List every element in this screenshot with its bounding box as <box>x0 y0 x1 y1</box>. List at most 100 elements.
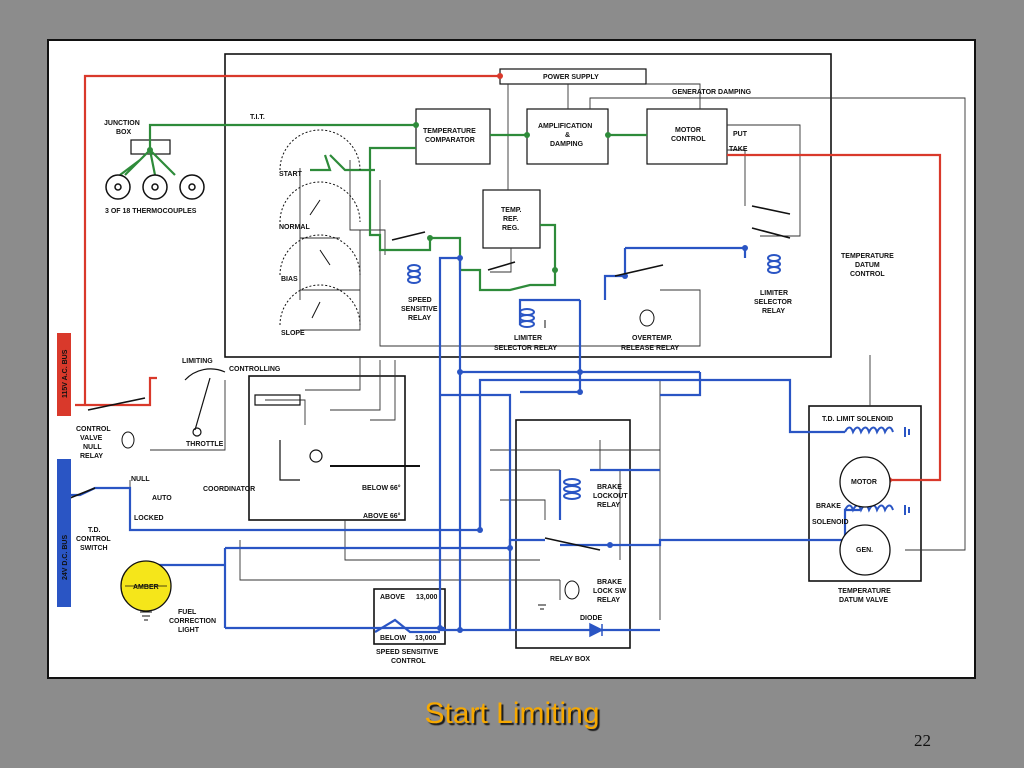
coordinator-label: COORDINATOR <box>203 486 255 493</box>
dc-bus-bar <box>57 459 71 607</box>
limiter-selector-relay-label-2: SELECTOR RELAY <box>494 345 557 352</box>
generator-damping-label: GENERATOR DAMPING <box>672 89 752 96</box>
speed-sensitive-relay-label-2: SENSITIVE <box>401 306 438 313</box>
gen-symbol <box>839 524 891 576</box>
gen-label: GEN. <box>856 547 873 554</box>
fuel-correction-label-2: CORRECTION <box>169 618 216 625</box>
td-limit-solenoid-coil <box>844 426 894 435</box>
speed-sensitive-relay-label-1: SPEED <box>408 297 432 304</box>
normal-label: NORMAL <box>279 224 310 231</box>
limiter-selector-relay-right-label-1: LIMITER <box>760 290 788 297</box>
limiter-selector-relay-label-1: LIMITER <box>514 335 542 342</box>
throttle-quadrant <box>184 368 420 481</box>
junction-box-label-1: JUNCTION <box>104 120 140 127</box>
junction-box-label-2: BOX <box>116 129 132 136</box>
thermocouples <box>105 174 205 200</box>
temperature-datum-valve-label-2: DATUM VALVE <box>839 597 888 604</box>
amplification-label-2: & <box>565 132 570 139</box>
overtemp-release-relay-coil <box>639 309 655 327</box>
brake-lock-sw-label-2: LOCK SW <box>593 588 626 595</box>
bias-label: BIAS <box>281 276 298 283</box>
motor-control-label-2: CONTROL <box>671 136 706 143</box>
locked-label: LOCKED <box>134 515 164 522</box>
above-value: 13,000 <box>416 594 438 601</box>
below-66-label: BELOW 66° <box>362 484 401 492</box>
brake-label: BRAKE <box>816 503 841 510</box>
coordinator-box <box>248 375 406 521</box>
relay-box <box>515 419 631 649</box>
slope-label: SLOPE <box>281 330 305 337</box>
brake-solenoid-coil <box>844 504 894 513</box>
slide-title: Start Limiting <box>424 697 600 730</box>
controlling-label: CONTROLLING <box>229 366 281 373</box>
td-switch-label-3: SWITCH <box>80 545 108 552</box>
limiter-selector-relay-right-coil <box>767 254 781 274</box>
take-label: TAKE <box>729 146 748 153</box>
brake-lock-sw-label-1: BRAKE <box>597 579 622 586</box>
fuel-correction-label-3: LIGHT <box>178 627 200 634</box>
control-valve-label-3: NULL <box>83 444 102 451</box>
limiting-label: LIMITING <box>182 358 213 365</box>
dc-bus-label: 24V D.C. BUS <box>62 535 69 580</box>
temp-comparator-label-1: TEMPERATURE <box>423 128 476 135</box>
speed-control-label-1: SPEED SENSITIVE <box>376 649 439 656</box>
start-label: START <box>279 171 303 178</box>
temp-ref-reg-box <box>482 189 541 249</box>
below-value: 13,000 <box>415 635 437 642</box>
tit-label: T.I.T. <box>250 114 265 121</box>
temp-ref-reg-label-3: REG. <box>502 225 519 232</box>
motor-label: MOTOR <box>851 479 877 486</box>
brake-lockout-relay-coil <box>563 478 581 500</box>
thermocouples-label: 3 OF 18 THERMOCOUPLES <box>105 208 197 215</box>
motor-control-label-1: MOTOR <box>675 127 701 134</box>
below-label: BELOW <box>380 635 406 642</box>
brake-lockout-label-1: BRAKE <box>597 484 622 491</box>
control-valve-null-relay-coil <box>121 431 135 449</box>
overtemp-release-relay-label-2: RELEASE RELAY <box>621 345 679 352</box>
amplification-label-1: AMPLIFICATION <box>538 123 592 130</box>
speed-sensitive-control-box <box>373 588 446 645</box>
diode-symbol <box>589 622 604 638</box>
ac-bus-bar <box>57 333 71 416</box>
temperature-datum-valve-box <box>808 405 922 582</box>
speed-sensitive-relay-coil <box>407 264 421 284</box>
brake-lockout-label-2: LOCKOUT <box>593 493 628 500</box>
throttle-label: THROTTLE <box>186 441 224 448</box>
td-switch-label-2: CONTROL <box>76 536 111 543</box>
control-valve-label-4: RELAY <box>80 453 103 460</box>
temp-comparator-label-2: COMPARATOR <box>425 137 475 144</box>
td-limit-solenoid-label: T.D. LIMIT SOLENOID <box>822 416 893 423</box>
td-switch-label-1: T.D. <box>88 527 101 534</box>
above-label: ABOVE <box>380 594 405 601</box>
motor-symbol <box>839 456 891 508</box>
temperature-datum-control-label-2: DATUM <box>855 262 880 269</box>
page-number: 22 <box>914 731 931 750</box>
brake-lockout-label-3: RELAY <box>597 502 620 509</box>
temperature-datum-control-label-1: TEMPERATURE <box>841 253 894 260</box>
motor-control-box <box>646 108 728 165</box>
fuel-correction-label-1: FUEL <box>178 609 197 616</box>
limiter-selector-relay-coil <box>519 308 535 328</box>
relay-box-label: RELAY BOX <box>550 656 590 663</box>
limiter-selector-relay-right-label-2: SELECTOR <box>754 299 792 306</box>
temperature-datum-control-label-3: CONTROL <box>850 271 885 278</box>
temperature-comparator-box <box>415 108 491 165</box>
temp-ref-reg-label-2: REF. <box>503 216 518 223</box>
amplification-damping-box <box>526 108 609 165</box>
amber-label: AMBER <box>133 584 159 591</box>
temp-ref-reg-label-1: TEMP. <box>501 207 522 214</box>
temperature-datum-valve-label-1: TEMPERATURE <box>838 588 891 595</box>
brake-lock-sw-label-3: RELAY <box>597 597 620 604</box>
dc-circuit <box>65 246 860 634</box>
put-label: PUT <box>733 131 748 138</box>
amplification-label-3: DAMPING <box>550 141 584 148</box>
brake-lock-sw-relay-coil <box>564 580 580 600</box>
ac-bus-label: 115V A.C. BUS <box>62 349 69 398</box>
null-label: NULL <box>131 476 150 483</box>
above-66-label: ABOVE 66° <box>363 512 401 520</box>
control-valve-label-1: CONTROL <box>76 426 111 433</box>
solenoid-label: SOLENOID <box>812 519 849 526</box>
control-valve-label-2: VALVE <box>80 435 103 442</box>
speed-sensitive-relay-label-3: RELAY <box>408 315 431 322</box>
